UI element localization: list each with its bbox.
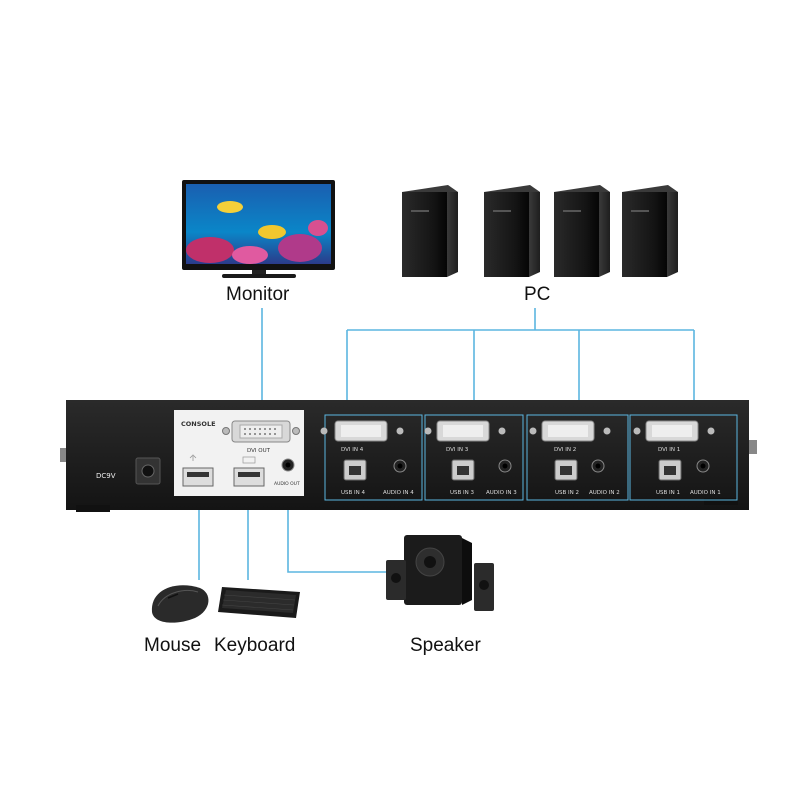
dc-power-label: DC9V — [96, 472, 116, 480]
keyboard-label: Keyboard — [214, 635, 296, 656]
fish-icon — [217, 201, 243, 213]
monitor-neck — [252, 270, 266, 276]
audio-in-3-label: AUDIO IN 3 — [486, 490, 517, 496]
dvi-in-2-label: DVI IN 2 — [554, 447, 576, 453]
dvi-in-3-label: DVI IN 3 — [446, 447, 469, 453]
mouse-device — [151, 585, 209, 623]
coral-icon — [278, 234, 322, 262]
kvm-switch-rear-panel: CONSOLE DVI OUT AUDIO OUT DC9V DVI IN 4 … — [60, 400, 757, 512]
port-block-1 — [629, 414, 738, 501]
pc-label: PC — [524, 284, 551, 305]
dvi-in-4-label: DVI IN 4 — [341, 447, 364, 453]
usb-in-2-label: USB IN 2 — [555, 490, 579, 496]
monitor-label: Monitor — [226, 284, 290, 305]
coral-icon — [308, 220, 328, 236]
fish-icon — [258, 225, 286, 239]
audio-in-2-label: AUDIO IN 2 — [589, 490, 620, 496]
usb-in-3-label: USB IN 3 — [450, 490, 475, 496]
pc-tower-2 — [484, 185, 540, 277]
port-block-4 — [320, 414, 423, 501]
audio-out-label: AUDIO OUT — [274, 481, 300, 487]
keyboard-symbol-icon — [242, 456, 256, 464]
keyboard-device — [218, 587, 300, 618]
speaker-device — [386, 535, 494, 611]
mouse-label: Mouse — [144, 635, 202, 656]
usb-in-4-label: USB IN 4 — [341, 490, 366, 496]
pc-tower-3 — [554, 185, 610, 277]
rubber-foot — [704, 498, 738, 505]
coral-icon — [186, 237, 234, 263]
monitor-device — [182, 180, 335, 278]
port-block-2 — [526, 414, 629, 501]
dvi-in-1-label: DVI IN 1 — [658, 447, 680, 453]
dvi-out-label: DVI OUT — [247, 448, 271, 454]
console-label: CONSOLE — [181, 420, 216, 428]
monitor-stand — [222, 274, 296, 278]
speaker-label: Speaker — [410, 635, 481, 656]
audio-in-4-label: AUDIO IN 4 — [383, 490, 414, 496]
pc-tower-1 — [402, 185, 458, 277]
rubber-foot — [76, 505, 110, 512]
pc-tower-4 — [622, 185, 678, 277]
mouse-symbol-icon — [189, 454, 197, 461]
usb-in-1-label: USB IN 1 — [656, 490, 680, 496]
coral-icon — [232, 246, 268, 264]
port-block-3 — [424, 414, 524, 501]
audio-in-1-label: AUDIO IN 1 — [690, 490, 721, 496]
